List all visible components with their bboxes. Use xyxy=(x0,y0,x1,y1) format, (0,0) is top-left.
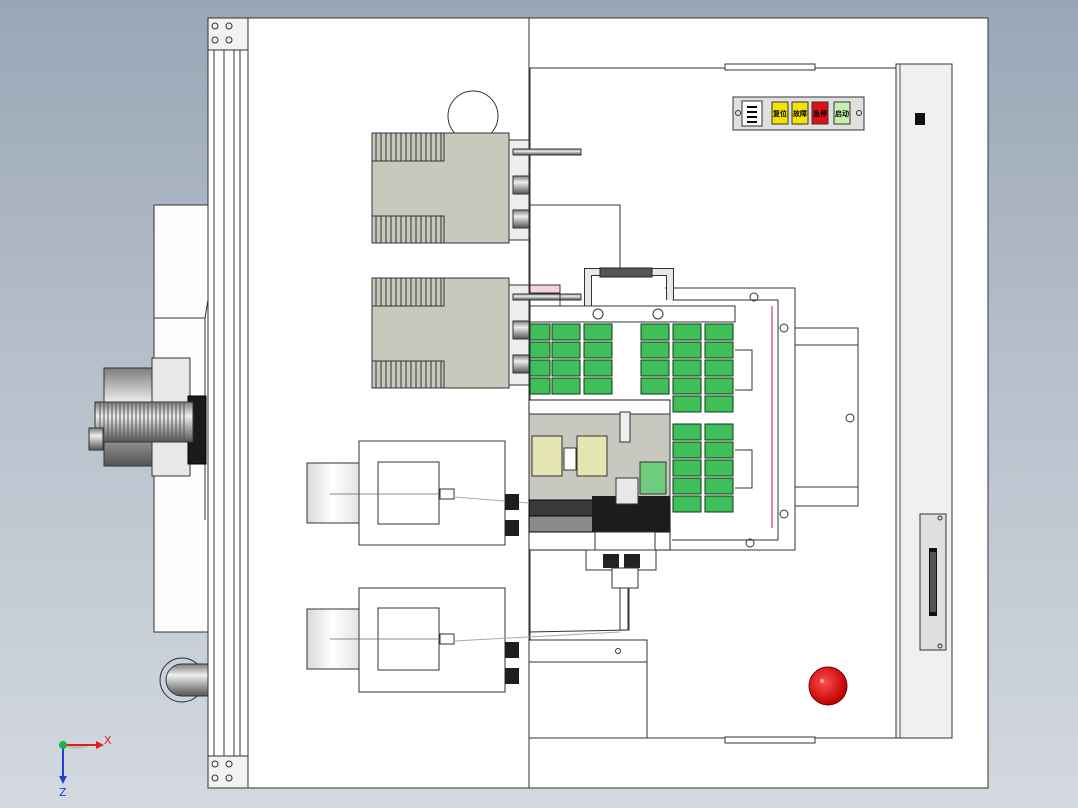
coordinate-triad: X Z xyxy=(59,734,112,799)
fault-button-label: 故障 xyxy=(793,109,807,118)
reset-button[interactable]: 复位 xyxy=(771,101,789,125)
stop-button[interactable]: 急停 xyxy=(811,101,829,125)
din-rail-bracket xyxy=(794,327,859,507)
stop-button-face[interactable] xyxy=(811,101,829,125)
actuator-module xyxy=(528,399,671,551)
door-latch-icon xyxy=(915,113,925,125)
handle-grip xyxy=(599,267,653,278)
start-button-face[interactable] xyxy=(833,101,851,125)
emergency-stop-button[interactable] xyxy=(808,666,848,706)
z-axis-label: Z xyxy=(59,786,67,799)
relay-block-left xyxy=(529,323,613,395)
pipe-elbow xyxy=(159,657,209,703)
x-axis-label: X xyxy=(104,734,112,747)
camera-unit-2 xyxy=(306,587,621,693)
relay-wiring-loops xyxy=(735,349,753,489)
reset-button-label: 复位 xyxy=(772,109,787,118)
control-panel: 复位 故障 急停 启动 xyxy=(732,96,865,131)
controller-box-1 xyxy=(371,132,582,244)
stop-button-label: 急停 xyxy=(813,109,827,118)
aluminum-profile-frame xyxy=(207,17,249,789)
fault-button[interactable]: 故障 xyxy=(791,101,809,125)
reset-button-face[interactable] xyxy=(771,101,789,125)
start-button[interactable]: 启动 xyxy=(833,101,851,125)
relay-block-right xyxy=(640,323,734,513)
y-axis-point xyxy=(59,741,67,749)
camera-unit-1 xyxy=(306,440,530,546)
start-button-label: 启动 xyxy=(835,109,849,118)
controller-box-2 xyxy=(371,277,582,389)
linear-guide xyxy=(585,549,657,631)
fault-button-face[interactable] xyxy=(791,101,809,125)
carry-handle xyxy=(529,267,736,323)
threaded-nozzle xyxy=(88,357,207,477)
